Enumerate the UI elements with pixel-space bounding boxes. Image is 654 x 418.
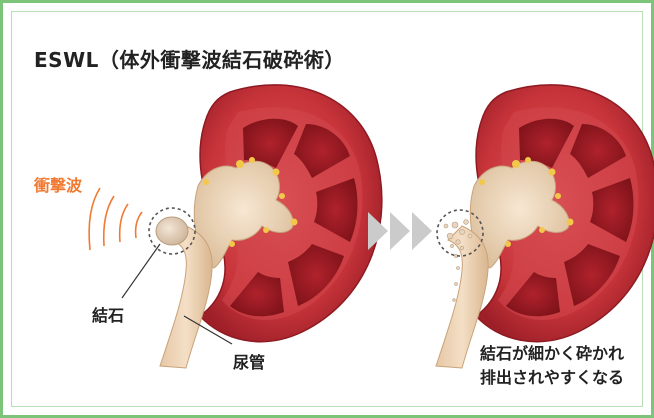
stone-label: 結石 bbox=[92, 302, 124, 326]
shockwave-label: 衝撃波 bbox=[34, 172, 82, 196]
kidney-before-treatment bbox=[149, 85, 382, 368]
stone-leader-line bbox=[122, 244, 160, 298]
stone-intact bbox=[156, 217, 188, 245]
kidney-after-treatment bbox=[436, 85, 654, 368]
result-caption-line1: 結石が細かく砕かれ bbox=[480, 340, 624, 364]
result-caption-line2: 排出されやすくなる bbox=[480, 364, 624, 388]
shockwave-arcs bbox=[89, 188, 142, 250]
page-title: ESWL（体外衝撃波結石破砕術） bbox=[34, 44, 345, 73]
ureter-label: 尿管 bbox=[233, 349, 265, 373]
